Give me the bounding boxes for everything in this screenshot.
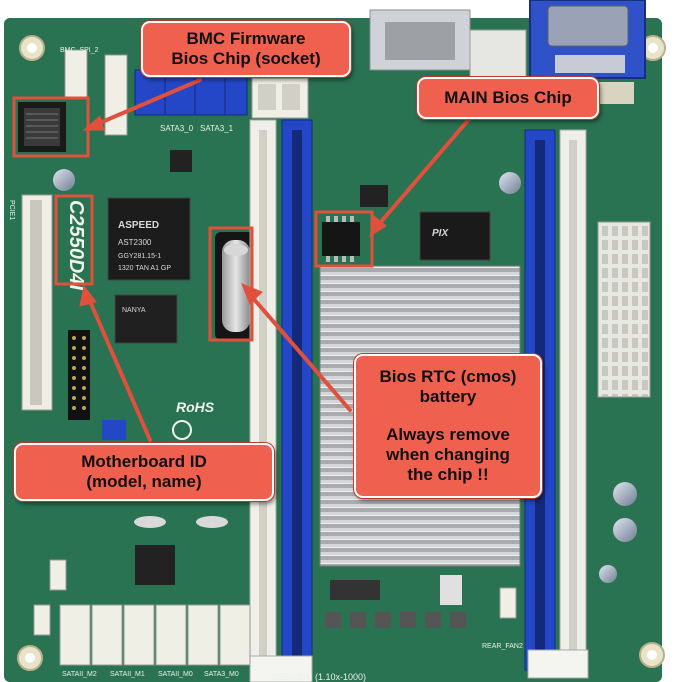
fan-header bbox=[49, 559, 67, 591]
fan-header bbox=[33, 604, 51, 636]
dimm-latch bbox=[249, 655, 313, 682]
callout-bmc-line1: BMC Firmware bbox=[186, 29, 306, 48]
pix-label: PIX bbox=[432, 228, 449, 239]
sata3-port bbox=[194, 69, 226, 116]
inductor bbox=[375, 612, 391, 628]
small-chip bbox=[360, 185, 388, 207]
callout-rtc-line2: battery bbox=[419, 387, 477, 406]
pointer-board-id bbox=[79, 284, 152, 442]
inductor bbox=[450, 612, 466, 628]
vga-connector-shell bbox=[547, 5, 629, 47]
inductor bbox=[425, 612, 441, 628]
capacitor bbox=[53, 169, 75, 191]
logo-circle bbox=[172, 420, 192, 440]
usb-header bbox=[68, 330, 90, 420]
callout-board-line1: Motherboard ID bbox=[81, 452, 207, 471]
aspeed-part: AST2300 bbox=[118, 238, 152, 247]
aspeed-lot: 1320 TAN A1 GP bbox=[118, 265, 171, 272]
cmos-battery bbox=[222, 240, 250, 332]
label-rear-fan2: REAR_FAN2 bbox=[482, 643, 523, 650]
pix-chip bbox=[419, 211, 491, 261]
crystal bbox=[134, 516, 166, 528]
model-silkscreen: C2550D4I bbox=[65, 200, 87, 291]
small-chip bbox=[135, 545, 175, 585]
power-connector-slot bbox=[258, 84, 276, 110]
nanya-label: NANYA bbox=[122, 307, 146, 314]
sata2-port bbox=[59, 604, 91, 666]
mount-hole bbox=[648, 43, 658, 53]
pointer-main bbox=[369, 116, 472, 238]
small-chip bbox=[440, 575, 462, 605]
highlight-main-bios bbox=[314, 210, 374, 268]
callout-motherboard-id: Motherboard ID (model, name) bbox=[14, 443, 274, 501]
dimm-slot-blue-groove bbox=[292, 130, 302, 660]
inductor bbox=[400, 612, 416, 628]
aspeed-code: GGY281.15-1 bbox=[118, 253, 161, 260]
inductor bbox=[325, 612, 341, 628]
capacitor bbox=[499, 172, 521, 194]
vga-connector-base bbox=[555, 55, 625, 73]
header-connector bbox=[104, 54, 128, 136]
callout-rtc-line3: Always remove bbox=[386, 425, 510, 444]
dimm-slot-white-groove bbox=[259, 130, 267, 660]
mount-hole bbox=[27, 43, 37, 53]
label-sata3-1: SATA3_1 bbox=[200, 124, 234, 133]
callout-rtc-line1: Bios RTC (cmos) bbox=[379, 367, 517, 386]
dimm-latch bbox=[527, 649, 589, 679]
vga-mount bbox=[598, 82, 634, 104]
usb3-header bbox=[102, 420, 126, 440]
label-bottom-model: C2550D4I (1.10x-1000) bbox=[272, 672, 366, 682]
main-bios-chip bbox=[322, 222, 360, 256]
label-sata2-m0: SATAII_M0 bbox=[158, 671, 193, 678]
rohs-mark: RoHS bbox=[176, 399, 215, 415]
callout-rtc-battery: Bios RTC (cmos) battery Always remove wh… bbox=[354, 354, 542, 498]
sata3-port bbox=[187, 604, 219, 666]
aspeed-brand: ASPEED bbox=[118, 220, 159, 231]
callout-bmc-line2: Bios Chip (socket) bbox=[171, 49, 321, 68]
sata2-port bbox=[123, 604, 155, 666]
pointer-bmc bbox=[82, 78, 202, 131]
sata2-port bbox=[91, 604, 123, 666]
mount-hole bbox=[25, 653, 35, 663]
power-connector-slot bbox=[282, 84, 300, 110]
highlight-battery bbox=[208, 226, 254, 342]
label-sata2-m1: SATAII_M1 bbox=[110, 671, 145, 678]
fan-header bbox=[499, 587, 517, 619]
callout-rtc-line5: the chip !! bbox=[407, 465, 489, 484]
highlight-model-id bbox=[54, 194, 94, 286]
callout-rtc-line4: when changing bbox=[386, 445, 510, 464]
cmos-battery-top bbox=[224, 244, 248, 256]
callout-main-bios: MAIN Bios Chip bbox=[417, 77, 599, 119]
callout-bmc-firmware: BMC Firmware Bios Chip (socket) bbox=[141, 21, 351, 77]
sata3-port bbox=[219, 604, 251, 666]
atx-power-connector bbox=[597, 221, 651, 398]
pcie-slot-gap bbox=[30, 200, 42, 405]
label-sata2-m2: SATAII_M2 bbox=[62, 671, 97, 678]
inductor bbox=[350, 612, 366, 628]
label-sata3-m0: SATA3_M0 bbox=[204, 671, 239, 678]
lan-port-inner bbox=[385, 22, 455, 60]
label-bmc: BMC_SPI_2 bbox=[60, 47, 99, 54]
nanya-chip bbox=[114, 294, 178, 344]
capacitor bbox=[599, 565, 617, 583]
small-chip bbox=[330, 580, 380, 600]
capacitor bbox=[613, 482, 637, 506]
label-pcie1: PCIE1 bbox=[8, 200, 15, 220]
capacitor bbox=[613, 518, 637, 542]
sata2-port bbox=[155, 604, 187, 666]
aspeed-chip bbox=[107, 197, 191, 281]
mount-hole bbox=[647, 650, 657, 660]
callout-board-line2: (model, name) bbox=[86, 472, 202, 491]
dimm-slot-white-groove bbox=[569, 140, 577, 660]
label-sata3-0: SATA3_0 bbox=[160, 124, 194, 133]
pointer-battery bbox=[241, 283, 352, 412]
callout-main-line1: MAIN Bios Chip bbox=[444, 88, 572, 107]
crystal bbox=[196, 516, 228, 528]
small-chip bbox=[170, 150, 192, 172]
header-connector bbox=[64, 49, 88, 99]
